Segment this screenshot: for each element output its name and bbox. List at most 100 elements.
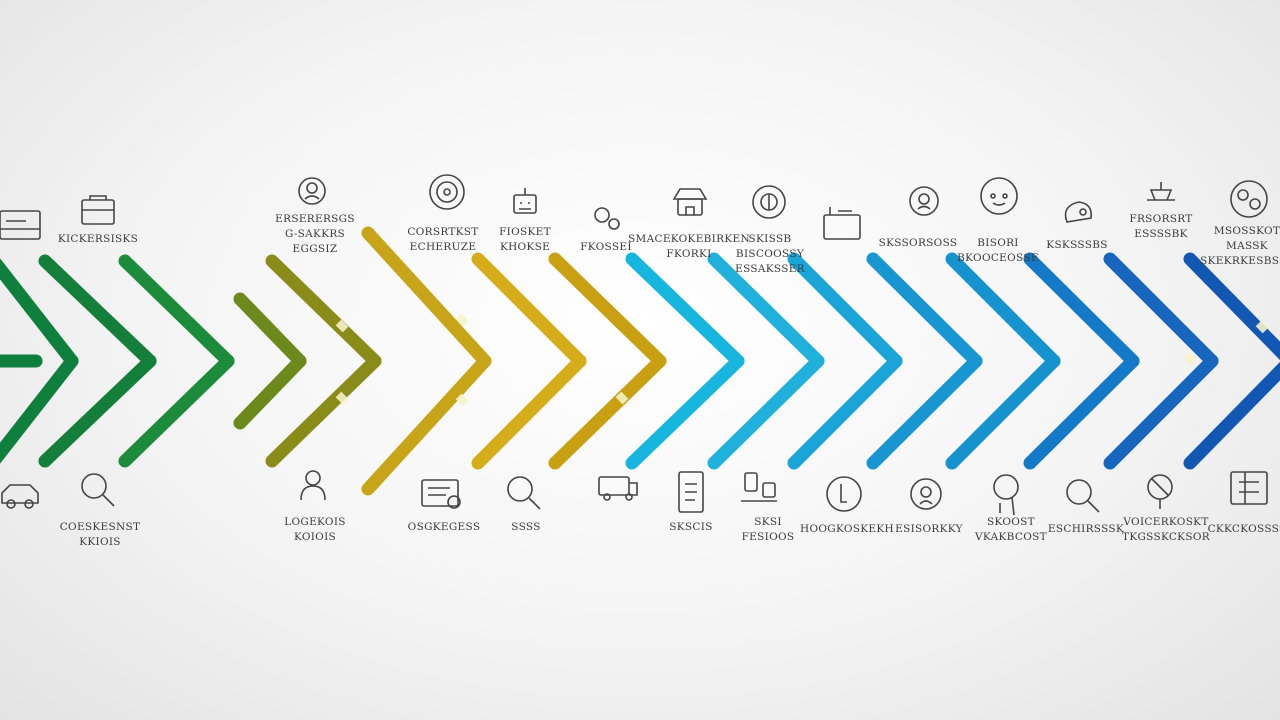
bottom-label-line: VOICERKOSKT [1123, 516, 1209, 528]
bottom-label-line: FESIOOS [741, 531, 795, 543]
coin-gear-icon [752, 185, 786, 219]
top-label-line: CORSRTKST [407, 226, 479, 238]
bottom-label-line: LOGEKOIS [284, 516, 346, 528]
lamp-icon [1147, 182, 1175, 201]
top-label-line: ECHERUZE [409, 241, 477, 253]
icon-row [0, 174, 1268, 516]
bottom-label-4: SSSS [461, 520, 591, 535]
rib-highlight [1183, 352, 1197, 366]
rib-lower [1183, 361, 1280, 470]
toolbox-icon [81, 195, 115, 225]
rib-lower [625, 354, 745, 470]
laboratory-icon [672, 188, 708, 216]
rib-highlight [335, 319, 349, 333]
rib-lower [38, 354, 157, 468]
rib-upper [548, 252, 667, 368]
rib-lower [361, 354, 492, 496]
rib-highlight [455, 393, 469, 407]
rib-highlight [615, 391, 629, 405]
rib-lower [118, 354, 235, 468]
top-label-line: SKEKRKESBSSS [1200, 255, 1280, 267]
top-label-10: KSKSSSBS [1012, 238, 1142, 253]
lightbulb-head-icon [993, 474, 1019, 516]
top-label-line: SKISSB [748, 233, 792, 245]
rib-upper [0, 258, 79, 368]
bottom-label-3: OSGKEGESS [379, 520, 509, 535]
gear-person-icon [298, 177, 326, 205]
gears-icon [594, 207, 620, 230]
compass-icon [910, 478, 942, 510]
bottom-label-line: HOOGKOSKEKH [800, 523, 894, 535]
rib-upper [1103, 252, 1219, 368]
top-label-1: KICKERSISKS [33, 232, 163, 247]
virus-icon [980, 177, 1018, 215]
bottom-label-line: ESISORKKY [895, 523, 963, 535]
person-chart-icon [1147, 474, 1173, 509]
id-card-icon [678, 471, 704, 513]
rib-upper [265, 254, 382, 368]
rib-lower [787, 354, 903, 470]
rib-upper [945, 252, 1061, 368]
top-label-line: MASSK [1226, 240, 1268, 252]
rib-lower [1103, 354, 1219, 470]
top-label-line: SKSSORSOSS [878, 237, 958, 249]
person-icon [300, 470, 326, 501]
top-label-6: SMACEKOKEBIRKEN FKORKI [624, 232, 754, 262]
top-label-line: ERSERERSGS [275, 213, 355, 225]
rib-highlight [455, 313, 469, 327]
rib-lower [548, 354, 667, 470]
top-label-line: BISORI [977, 237, 1019, 249]
bottom-label-12: CKKCKOSSSS [1182, 522, 1280, 537]
chart-card-icon [421, 479, 461, 509]
top-label-5: FKOSSEI [541, 240, 671, 255]
cpu-board-icon [1230, 471, 1268, 505]
bottom-label-line: SKOOST [987, 516, 1035, 528]
magnifier-icon [1066, 479, 1100, 513]
rib-lower [233, 354, 307, 430]
bottom-label-line: KKIOIS [79, 536, 121, 548]
top-label-line: KHOKSE [499, 241, 551, 253]
top-label-line: KSKSSSBS [1046, 239, 1108, 251]
bottom-label-5: SKSCIS [626, 520, 756, 535]
bottom-label-line: CKKCKOSSSS [1207, 523, 1280, 535]
rib-upper [471, 252, 587, 368]
gear-cluster-icon [1230, 180, 1268, 218]
rib-lower [1023, 354, 1140, 470]
rib-lower [707, 354, 825, 470]
top-label-line: SMACEKOKEBIRKEN [628, 233, 750, 245]
phone-icon [826, 476, 862, 512]
top-label-8: SKSSORSOSS [853, 236, 983, 251]
top-label-line: MSOSSKOT [1213, 225, 1280, 237]
top-label-9: BISORI BKOOCEOSSE [933, 236, 1063, 266]
person-gear-icon [909, 186, 939, 216]
truck-icon [598, 476, 638, 501]
top-label-line: G-SAKKRS [284, 228, 346, 240]
bottom-label-line: SKSCIS [669, 521, 713, 533]
top-label-line: ESSAKSSER [735, 263, 805, 275]
bed-icon [0, 210, 41, 240]
robot-icon [513, 188, 537, 214]
rib-highlight [1255, 320, 1269, 334]
bottom-label-8: ESISORKKY [864, 522, 994, 537]
rib-upper [361, 226, 492, 368]
magnifier-icon [507, 476, 541, 510]
bottom-label-line: SSSS [511, 521, 541, 533]
bottom-label-10: ESCHIRSSSK [1021, 522, 1151, 537]
rib-upper [233, 292, 307, 368]
rib-upper [1023, 252, 1140, 368]
rib-upper [38, 254, 157, 368]
top-label-3: CORSRTKST ECHERUZE [378, 225, 508, 255]
rib-lower [866, 354, 983, 470]
top-label-line: FKORKI [666, 248, 712, 260]
rib-lower [0, 354, 79, 464]
top-label-line: BKOOCEOSSE [957, 252, 1039, 264]
